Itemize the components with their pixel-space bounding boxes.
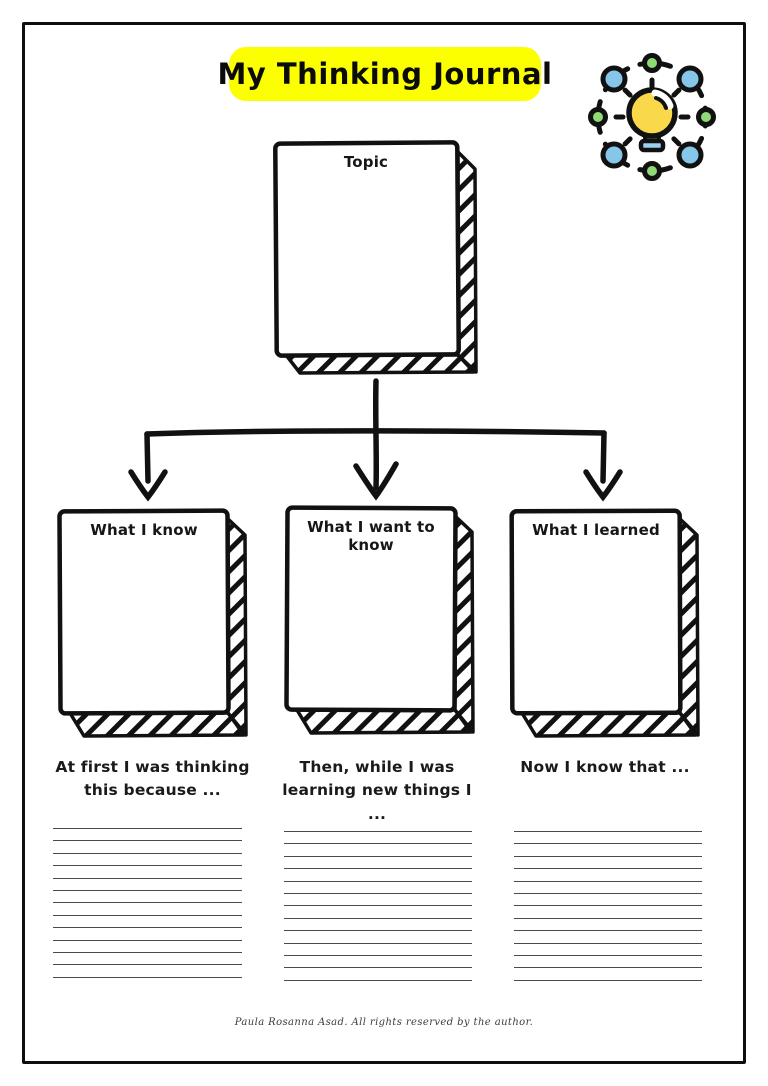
rule-line xyxy=(53,890,242,892)
node-bottomleft-blue xyxy=(600,141,628,169)
rule-line xyxy=(284,930,472,932)
arrow-right-stem xyxy=(600,430,607,484)
kwl-box-learned[interactable]: What I learned xyxy=(508,507,706,739)
author-credit: Paula Rosanna Asad. All rights reserved … xyxy=(234,1017,534,1028)
rule-line xyxy=(53,964,242,966)
rule-line xyxy=(53,865,242,867)
node-topright-blue xyxy=(676,65,704,93)
rule-line xyxy=(53,852,242,854)
writing-lines-want[interactable] xyxy=(284,831,472,981)
topic-box-label: Topic xyxy=(343,153,389,171)
arrow-center-stem xyxy=(372,378,380,491)
rule-line xyxy=(284,893,472,895)
rule-line xyxy=(514,893,702,895)
box-edge-bottom xyxy=(284,353,476,375)
bulb-rays xyxy=(613,77,691,147)
kwl-box-learned-label: What I learned xyxy=(532,521,660,539)
writing-lines-learned[interactable] xyxy=(514,831,702,981)
topic-box[interactable]: Topic xyxy=(272,139,482,376)
rule-line xyxy=(514,967,702,969)
box-edge-bottom xyxy=(68,711,246,738)
rule-line xyxy=(284,917,472,919)
arrow-left-stem xyxy=(144,431,151,484)
rule-line xyxy=(53,952,242,954)
arrowhead-center xyxy=(353,461,399,501)
idea-network-icon-svg xyxy=(588,53,716,181)
prompt-want-line2: learning new things I ... xyxy=(282,781,483,823)
prompt-want: Then, while I was learning new things I … xyxy=(272,756,482,826)
rule-line xyxy=(514,831,702,832)
node-right-green xyxy=(696,107,716,127)
box-edge-bottom xyxy=(520,711,698,738)
rule-line xyxy=(53,828,242,829)
kwl-box-know-face[interactable] xyxy=(57,508,231,716)
rule-line xyxy=(284,868,472,870)
prompt-learned: Now I know that ... xyxy=(500,756,710,779)
box-edge-right xyxy=(678,517,700,737)
bulb-shine-white xyxy=(651,89,674,110)
kwl-box-want-svg xyxy=(284,505,475,735)
prompt-know: At first I was thinking this because ... xyxy=(50,756,255,803)
box-edge-right xyxy=(453,514,475,734)
branch-arrows xyxy=(128,378,623,502)
rule-line xyxy=(53,939,242,941)
arrowhead-right xyxy=(583,469,623,502)
kwl-box-know-svg xyxy=(57,508,248,738)
rule-line xyxy=(53,840,242,842)
kwl-box-know-label: What I know xyxy=(90,521,198,539)
rule-line xyxy=(514,868,702,870)
kwl-box-want[interactable]: What I want to know xyxy=(283,504,481,736)
node-topleft-blue xyxy=(600,65,628,93)
node-top-green xyxy=(642,53,662,73)
title-badge: My Thinking Journal xyxy=(218,47,552,101)
rule-line xyxy=(284,955,472,957)
idea-network-icon xyxy=(582,45,722,185)
kwl-box-learned-face[interactable] xyxy=(509,508,683,716)
prompt-want-line1: Then, while I was xyxy=(299,758,455,776)
rule-line xyxy=(514,905,702,907)
rule-line xyxy=(284,831,472,832)
rule-line xyxy=(284,843,472,845)
rule-line xyxy=(514,942,702,944)
rule-line xyxy=(514,930,702,932)
rule-line xyxy=(53,976,242,978)
rule-line xyxy=(514,917,702,919)
bulb-shine-line xyxy=(654,96,668,110)
prompt-know-line1: At first I was thinking xyxy=(55,758,250,776)
writing-lines-know[interactable] xyxy=(53,828,242,978)
rule-line xyxy=(284,979,472,981)
page-title: My Thinking Journal xyxy=(217,57,553,91)
rule-line xyxy=(284,967,472,969)
rule-line xyxy=(284,880,472,882)
kwl-box-learned-svg xyxy=(509,508,700,738)
rule-line xyxy=(284,855,472,857)
topic-box-face[interactable] xyxy=(273,140,461,358)
rule-line xyxy=(514,880,702,882)
kwl-box-want-label: What I want to know xyxy=(307,518,435,554)
box-edge-bottom xyxy=(295,708,473,735)
arrowhead-left xyxy=(128,469,168,502)
rule-line xyxy=(53,877,242,879)
topic-box-svg xyxy=(273,140,478,375)
rule-line xyxy=(53,927,242,929)
kwl-box-want-face[interactable] xyxy=(284,505,458,713)
arrow-crossbar xyxy=(144,428,607,437)
bulb-base xyxy=(638,138,666,153)
rule-line xyxy=(514,855,702,857)
rule-line xyxy=(514,979,702,981)
prompt-know-line2: this because ... xyxy=(84,781,221,800)
rule-line xyxy=(514,843,702,845)
rule-line xyxy=(53,902,242,904)
node-bottomright-blue xyxy=(676,141,704,169)
rule-line xyxy=(284,942,472,944)
rule-line xyxy=(53,914,242,916)
prompt-learned-line1: Now I know that ... xyxy=(520,758,690,776)
node-bottom-green xyxy=(642,161,662,181)
node-left-green xyxy=(588,107,608,127)
rule-line xyxy=(514,955,702,957)
rule-line xyxy=(284,905,472,907)
kwl-box-know[interactable]: What I know xyxy=(56,507,254,739)
